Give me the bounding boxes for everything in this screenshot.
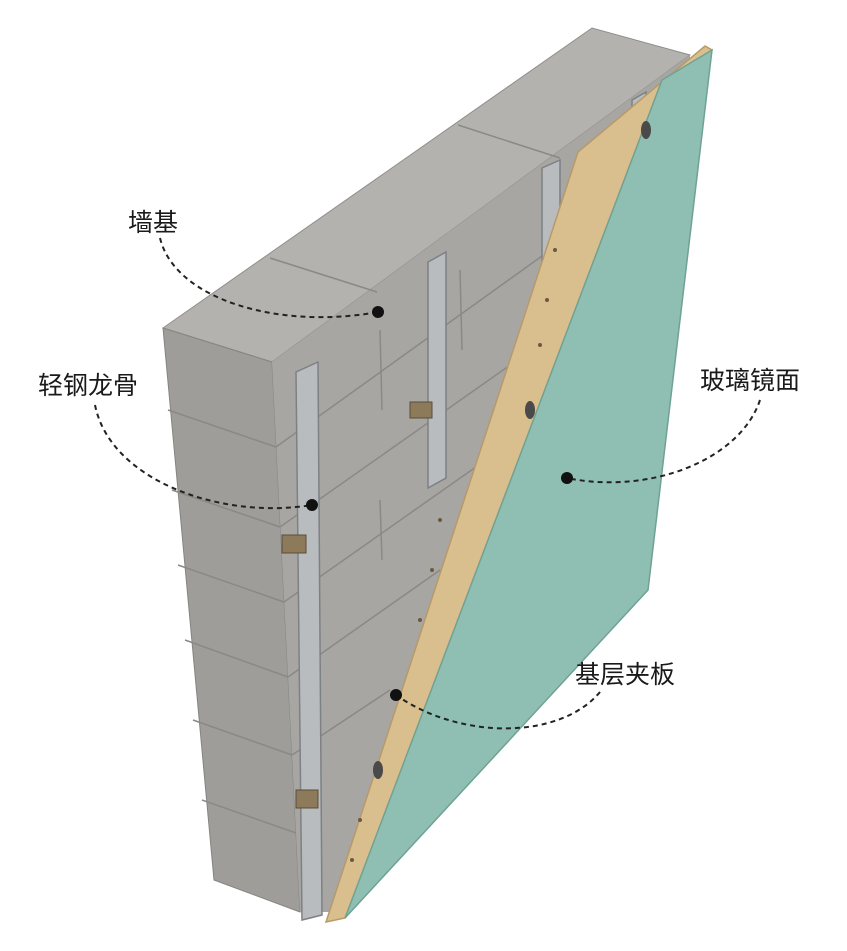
label-glass-mirror: 玻璃镜面 — [700, 366, 801, 395]
plywood-screws — [350, 248, 557, 862]
label-light-steel-keel: 轻钢龙骨 — [38, 371, 139, 400]
glass-mirror-panel — [344, 48, 713, 919]
stud-brackets — [281, 401, 433, 809]
label-wall-base: 墙基 — [128, 208, 179, 237]
label-base-plywood: 基层夹板 — [575, 660, 676, 689]
glass-clips — [373, 121, 651, 779]
leader-lines — [94, 237, 761, 730]
leader-dots — [306, 306, 573, 701]
